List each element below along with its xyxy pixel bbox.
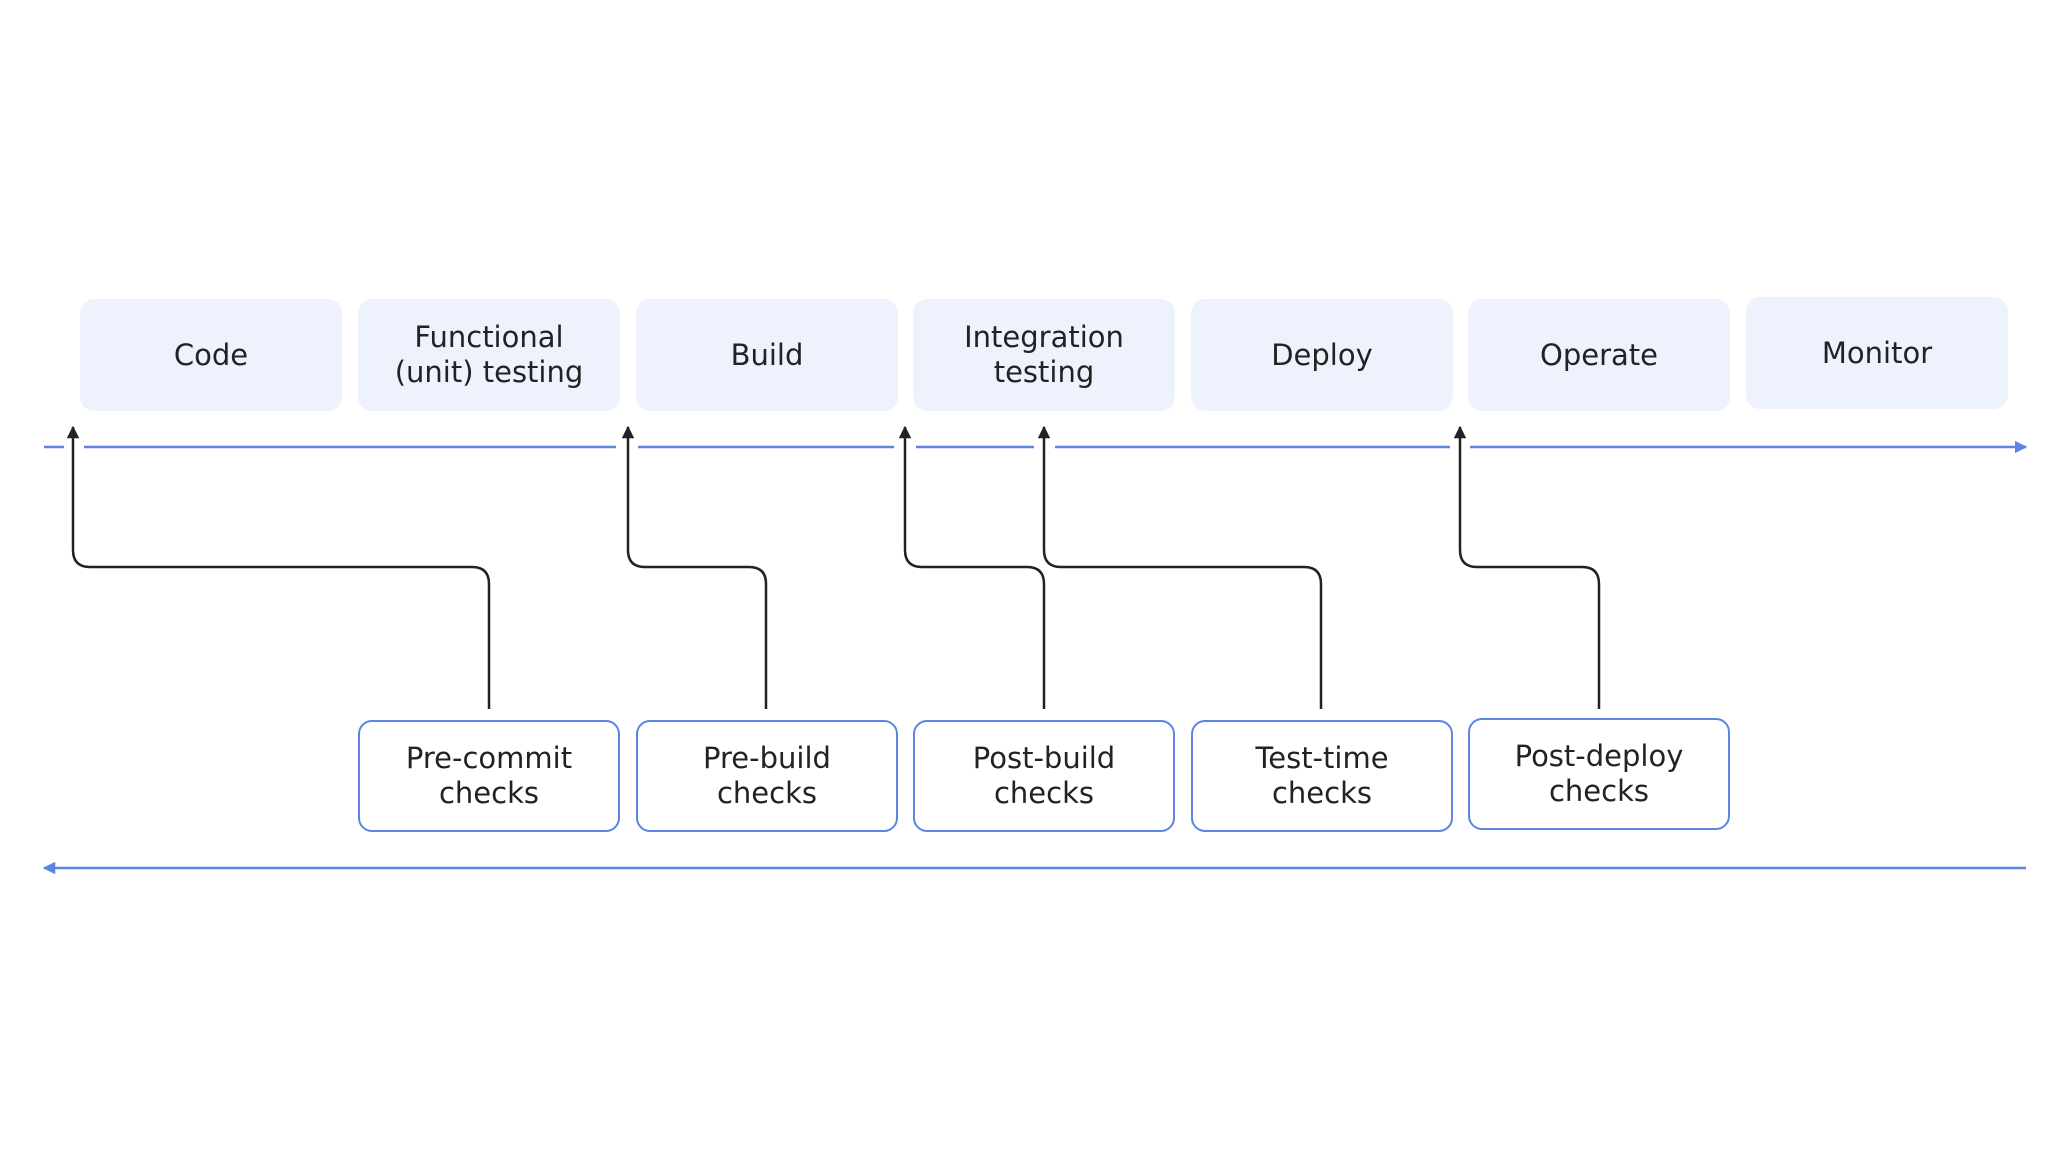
stage-label: Deploy <box>1271 337 1373 372</box>
check-label: Test-time checks <box>1255 741 1389 810</box>
stage-label: Operate <box>1540 337 1658 372</box>
connector-pre-build <box>621 425 768 709</box>
connector-post-build <box>898 425 1046 709</box>
check-connectors <box>66 425 1601 709</box>
stage-label: Functional (unit) testing <box>394 320 584 389</box>
stage-label: Code <box>173 337 249 372</box>
check-test-time: Test-time checks <box>1191 720 1453 832</box>
stage-functional-testing: Functional (unit) testing <box>358 299 620 411</box>
check-post-build: Post-build checks <box>913 720 1175 832</box>
stage-integration-testing: Integration testing <box>913 299 1175 411</box>
stage-deploy: Deploy <box>1191 299 1453 411</box>
check-pre-commit: Pre-commit checks <box>358 720 620 832</box>
connector-test-time <box>1037 425 1323 709</box>
check-label: Pre-commit checks <box>405 741 573 810</box>
stage-label: Build <box>730 337 804 372</box>
connector-post-deploy <box>1453 425 1601 709</box>
check-label: Post-deploy checks <box>1514 739 1684 808</box>
check-label: Pre-build checks <box>703 741 831 810</box>
stage-build: Build <box>636 299 898 411</box>
stage-code: Code <box>80 299 342 411</box>
check-pre-build: Pre-build checks <box>636 720 898 832</box>
stage-operate: Operate <box>1468 299 1730 411</box>
stage-label: Integration testing <box>964 320 1124 389</box>
check-label: Post-build checks <box>972 741 1116 810</box>
stage-monitor: Monitor <box>1746 297 2008 409</box>
connector-pre-commit <box>66 425 491 709</box>
check-post-deploy: Post-deploy checks <box>1468 718 1730 830</box>
stage-label: Monitor <box>1821 335 1933 370</box>
